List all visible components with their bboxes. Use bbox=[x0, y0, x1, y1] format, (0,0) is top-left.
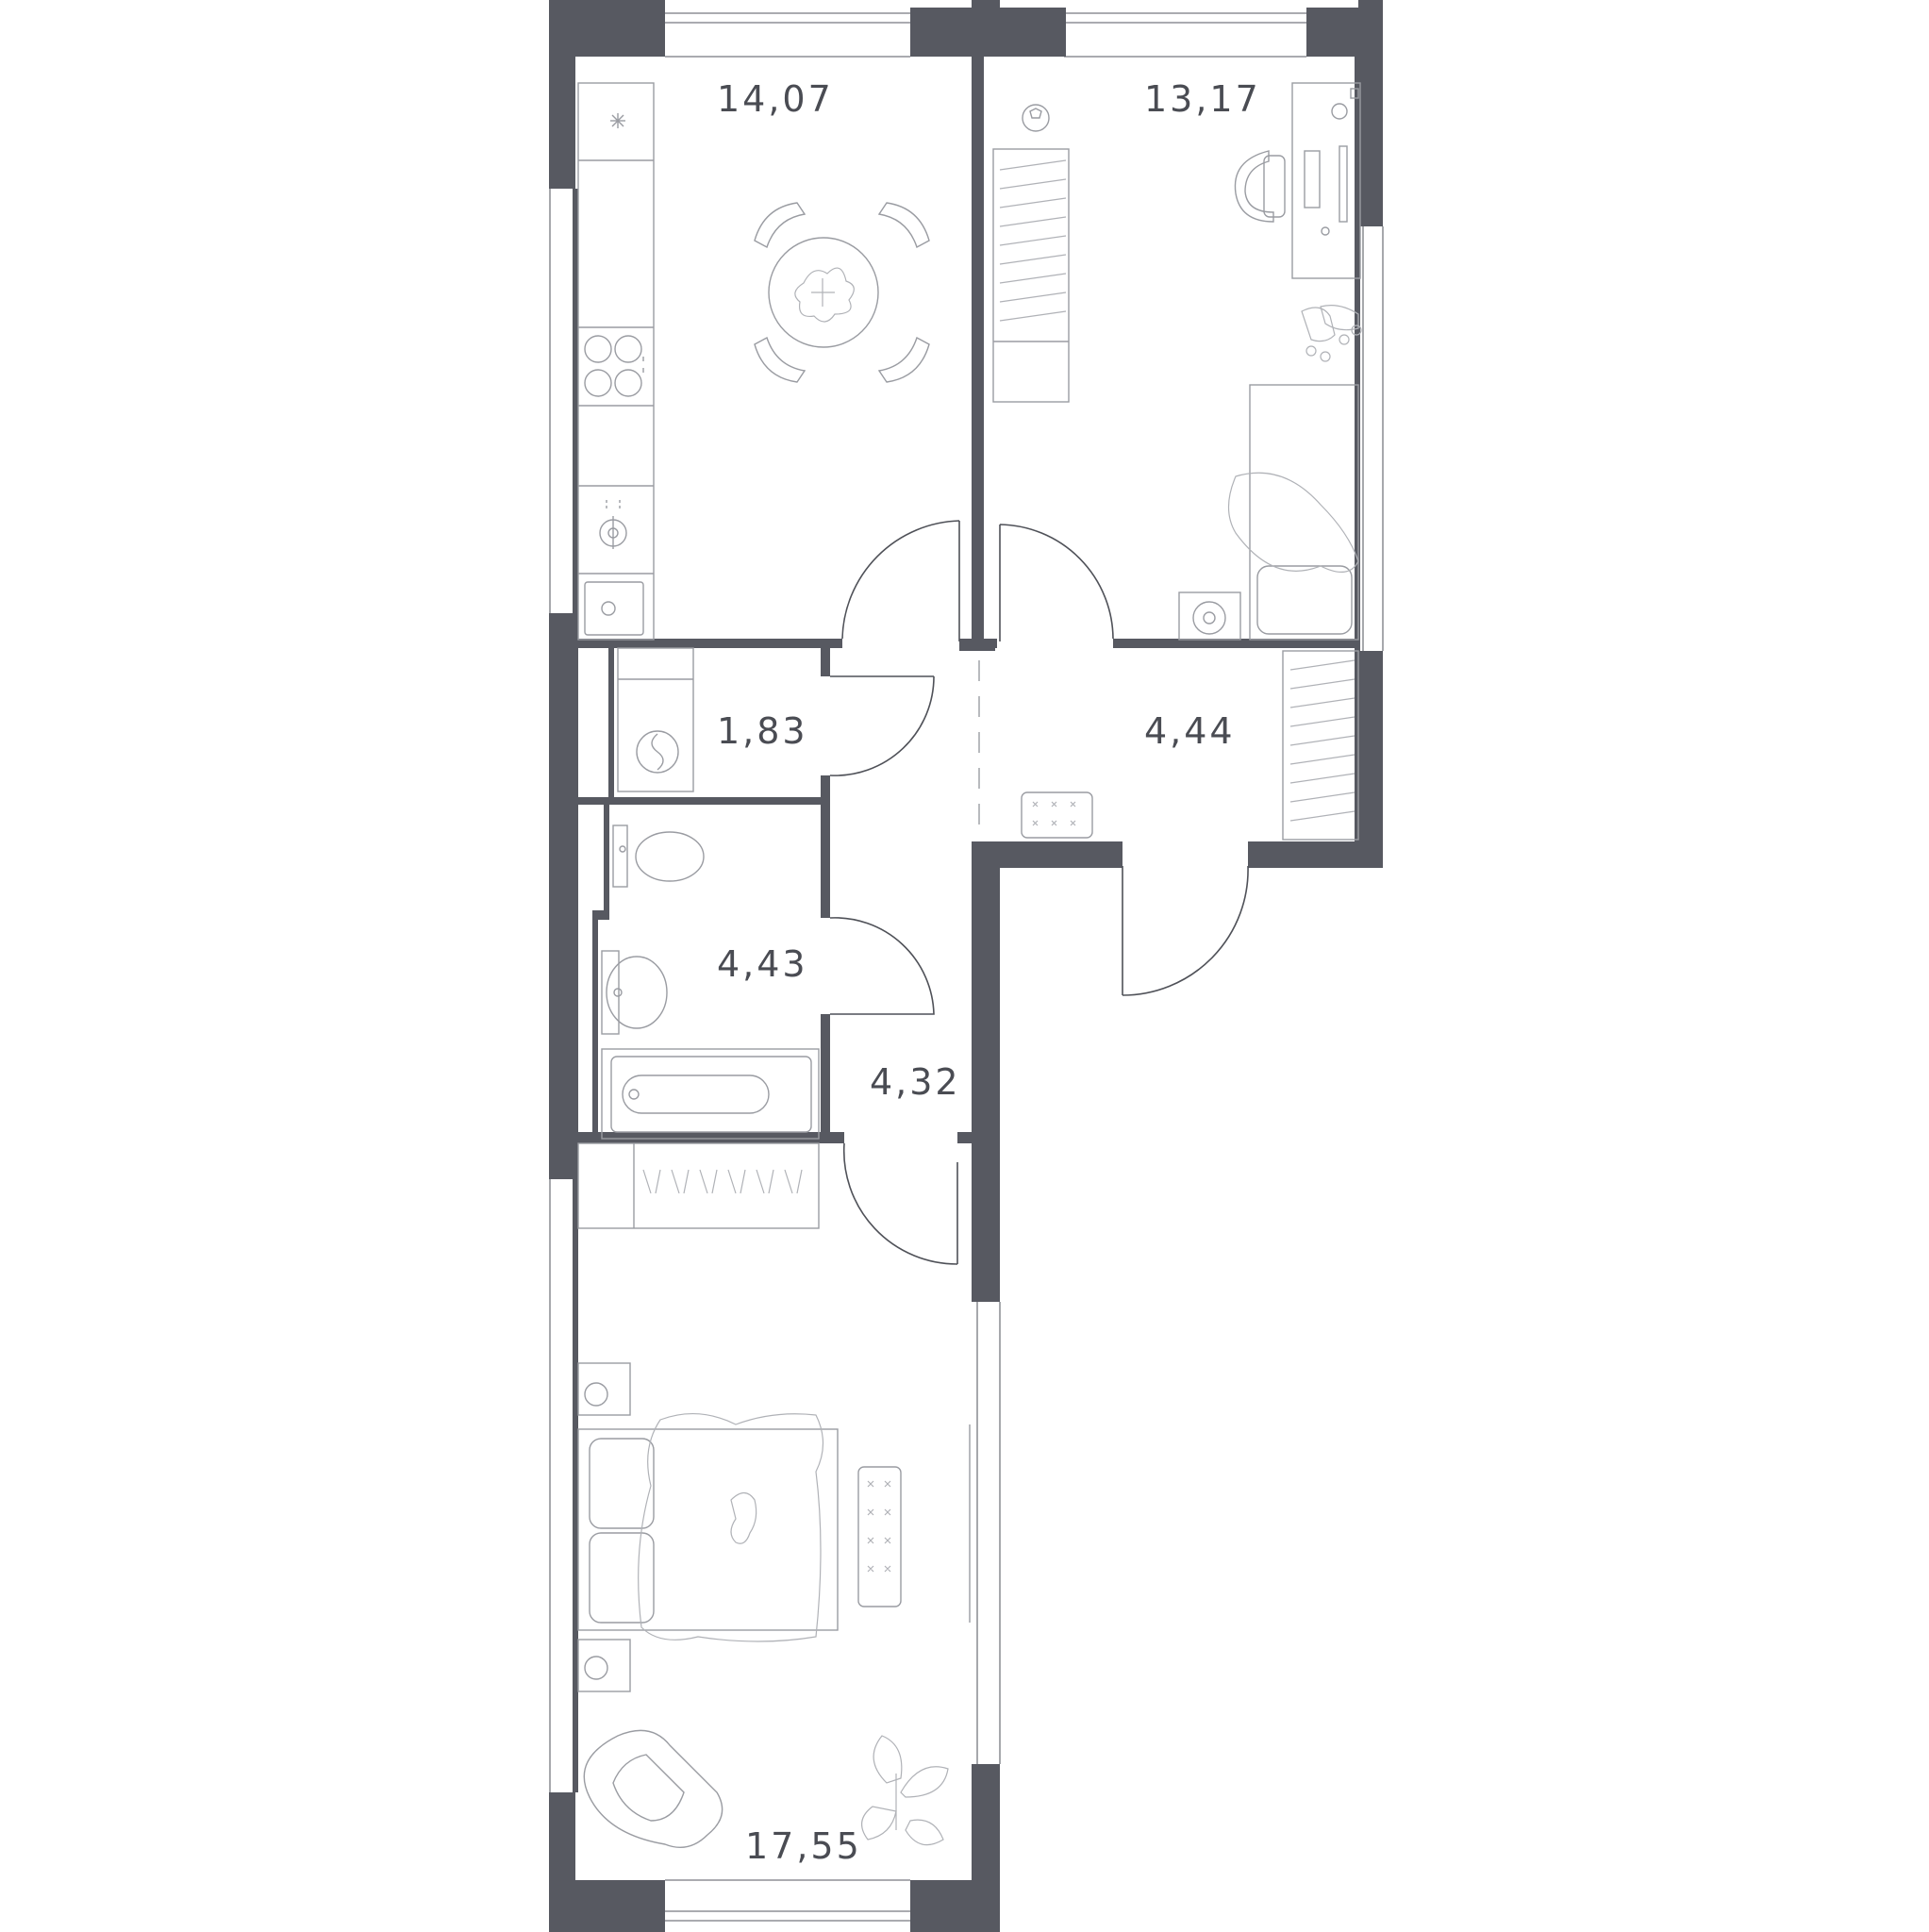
roller-skates-icon bbox=[1301, 305, 1362, 362]
door-entrance bbox=[1122, 865, 1249, 996]
window-bedroom-large bbox=[665, 1879, 910, 1922]
wall-bath-right-2 bbox=[821, 1014, 830, 1137]
armchair-icon bbox=[583, 1729, 723, 1848]
washing-machine-icon bbox=[617, 647, 694, 792]
area-labels: 14,07 13,17 1,83 4,44 4,43 4,32 17,55 bbox=[717, 78, 1261, 1867]
wall-bedroom-bottom bbox=[1113, 639, 1360, 648]
washbasin-icon bbox=[601, 950, 668, 1035]
door-laundry bbox=[829, 675, 935, 776]
desk-icon bbox=[1291, 82, 1361, 279]
wall-outer-right-top bbox=[1358, 0, 1383, 226]
monitor-icon bbox=[1304, 145, 1348, 236]
windows bbox=[549, 12, 1384, 1922]
bedroom-large-furniture bbox=[577, 1142, 971, 1848]
wall-laundry-left bbox=[608, 648, 614, 799]
walls bbox=[549, 0, 1383, 1932]
nightstand-icon bbox=[577, 1362, 631, 1692]
wall-hall-stub-top bbox=[959, 639, 997, 648]
sink-icon bbox=[584, 581, 644, 636]
area-bedroom-small: 13,17 bbox=[1144, 78, 1261, 120]
doors bbox=[829, 520, 1249, 1265]
sparkle-icon bbox=[610, 113, 625, 128]
window-bedroom-small bbox=[1064, 12, 1306, 58]
double-bed-icon bbox=[577, 1413, 839, 1642]
round-table-icon bbox=[768, 237, 879, 348]
fan-icon bbox=[1178, 591, 1241, 641]
faucet-icon bbox=[599, 500, 627, 549]
wall-outer-right-joint bbox=[972, 1132, 1000, 1302]
window-kitchen bbox=[665, 12, 910, 58]
wall-right-inner bbox=[1355, 57, 1360, 849]
wall-outer-left-mid bbox=[549, 613, 575, 1179]
ball-icon bbox=[1022, 104, 1050, 132]
single-bed-icon bbox=[1227, 384, 1359, 641]
cat-icon bbox=[730, 1491, 757, 1544]
wall-bottom-right-corner bbox=[910, 1880, 1000, 1932]
wall-kitchen-bottom bbox=[575, 639, 842, 648]
bathroom-furniture bbox=[601, 824, 820, 1140]
plant-icon bbox=[861, 1735, 949, 1846]
window-right bbox=[976, 226, 1384, 1764]
door-bathroom bbox=[829, 917, 935, 1015]
office-chair-icon bbox=[1234, 150, 1286, 223]
wall-outer-right-mid bbox=[1358, 651, 1383, 868]
bench-icon bbox=[1021, 791, 1093, 839]
four-chairs-icon bbox=[754, 202, 930, 383]
kitchen-furniture bbox=[577, 82, 930, 641]
wall-bath-right bbox=[821, 805, 830, 918]
wall-laundry-bottom bbox=[575, 797, 830, 805]
wall-top-left-corner bbox=[549, 0, 665, 57]
wall-laundry-right bbox=[821, 648, 830, 676]
area-bedroom-large: 17,55 bbox=[745, 1825, 862, 1867]
area-corridor: 4,32 bbox=[870, 1061, 961, 1103]
wall-laundry-right-2 bbox=[821, 775, 830, 804]
area-kitchen: 14,07 bbox=[717, 78, 834, 120]
hallway-furniture bbox=[1021, 650, 1359, 841]
area-hallway-upper: 4,44 bbox=[1144, 710, 1236, 752]
area-laundry: 1,83 bbox=[717, 710, 808, 752]
area-bathroom: 4,43 bbox=[717, 943, 808, 985]
kitchen-counter bbox=[577, 82, 655, 641]
stove-icon bbox=[584, 335, 644, 397]
wall-bath-bottom bbox=[575, 1132, 844, 1143]
door-kitchen bbox=[841, 520, 960, 641]
wall-left-inner bbox=[573, 189, 578, 1792]
wall-hall-bottom-right bbox=[1248, 841, 1383, 868]
toilet-icon bbox=[612, 824, 705, 888]
bedroom-small-furniture bbox=[992, 82, 1362, 641]
wall-corridor-stub bbox=[957, 1132, 976, 1143]
wall-bath-left bbox=[604, 805, 609, 918]
wall-bottom-left-corner bbox=[549, 1880, 665, 1932]
door-bedroom-large bbox=[842, 1142, 958, 1265]
wardrobe-icon bbox=[992, 148, 1070, 403]
wall-bath-left-3 bbox=[592, 910, 598, 1141]
wall-center-vertical bbox=[972, 0, 1000, 57]
door-bedroom-small bbox=[999, 524, 1114, 641]
wardrobe-hall-icon bbox=[1282, 650, 1359, 841]
wall-bath-left-2 bbox=[592, 910, 609, 920]
bathtub-icon bbox=[601, 1048, 820, 1140]
bench-bedroom-icon bbox=[857, 1466, 902, 1607]
wall-center-vertical-2 bbox=[972, 57, 984, 647]
wardrobe-bedroom-icon bbox=[577, 1142, 820, 1229]
